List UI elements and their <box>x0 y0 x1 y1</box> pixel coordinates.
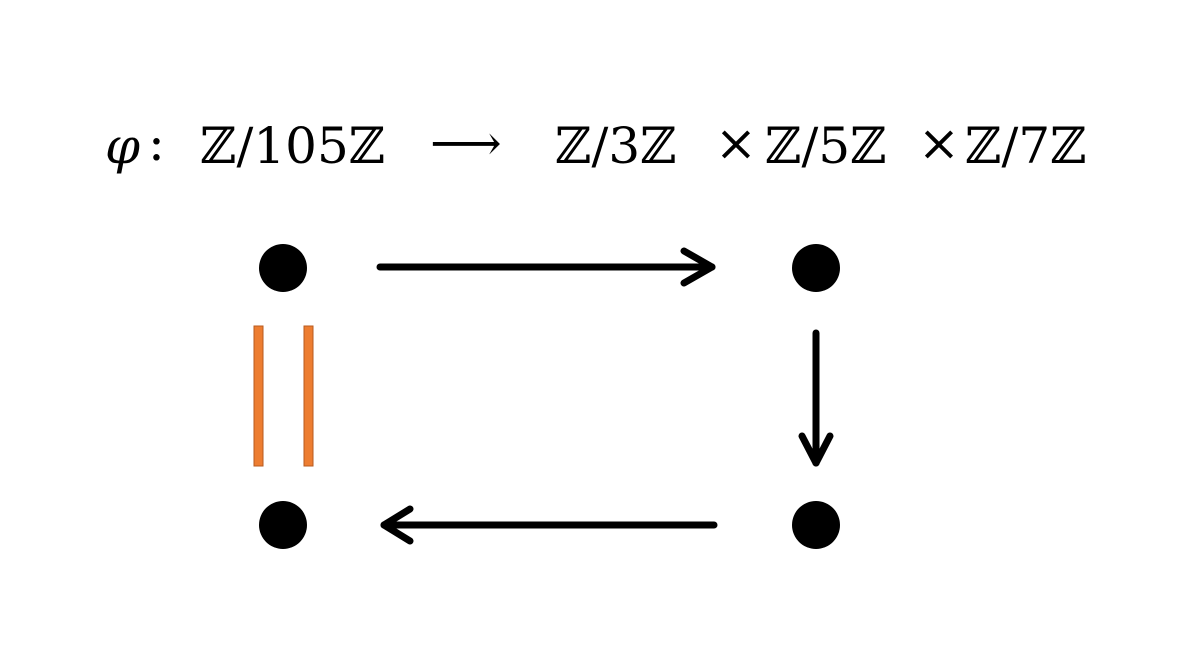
map-formula: φ : ℤ/105ℤ ⟶ ℤ/3ℤ × ℤ/5ℤ × ℤ/7ℤ <box>105 114 1087 175</box>
equality-bars <box>253 325 314 467</box>
node-bottom-left <box>259 501 307 549</box>
arrow-top-left-to-top-right <box>376 247 716 287</box>
node-top-right <box>792 244 840 292</box>
codomain-factor-1: ℤ/3ℤ <box>555 117 677 175</box>
arrow-top-right-to-bottom-right <box>798 329 834 467</box>
equality-bar-right <box>303 325 314 467</box>
equality-bar-left <box>253 325 264 467</box>
node-bottom-right <box>792 501 840 549</box>
map-colon: : <box>148 114 165 172</box>
product-symbol-2: × <box>918 114 960 172</box>
node-top-left <box>259 244 307 292</box>
domain-group: ℤ/105ℤ <box>200 117 385 175</box>
product-symbol-1: × <box>715 114 757 172</box>
map-symbol: φ <box>105 117 140 175</box>
codomain-factor-2: ℤ/5ℤ <box>765 117 887 175</box>
codomain-factor-3: ℤ/7ℤ <box>965 117 1087 175</box>
arrow-bottom-right-to-bottom-left <box>380 505 718 545</box>
map-arrow: ⟶ <box>430 114 502 172</box>
